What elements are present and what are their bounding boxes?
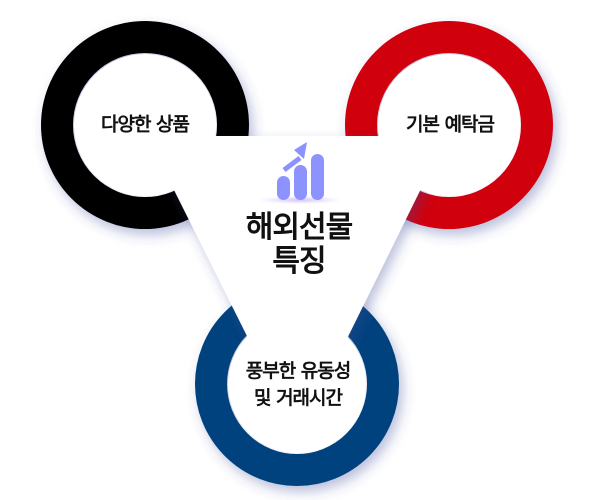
node-label-various-products: 다양한 상품 — [100, 113, 190, 136]
bar-chart-growth-icon — [258, 142, 342, 204]
center-title-line2: 특징 — [272, 244, 326, 279]
node-label-line1: 풍부한 유동성 — [245, 360, 351, 382]
center-title: 해외선물 특징 — [245, 210, 353, 279]
ring-red — [345, 21, 553, 229]
center-title-line1: 해외선물 — [245, 210, 353, 245]
ring-black — [41, 21, 249, 229]
node-label-line2: 및 거래시간 — [253, 387, 343, 409]
node-label-basic-deposit: 기본 예탁금 — [405, 113, 495, 136]
node-label-liquidity: 풍부한 유동성 및 거래시간 — [246, 358, 351, 412]
